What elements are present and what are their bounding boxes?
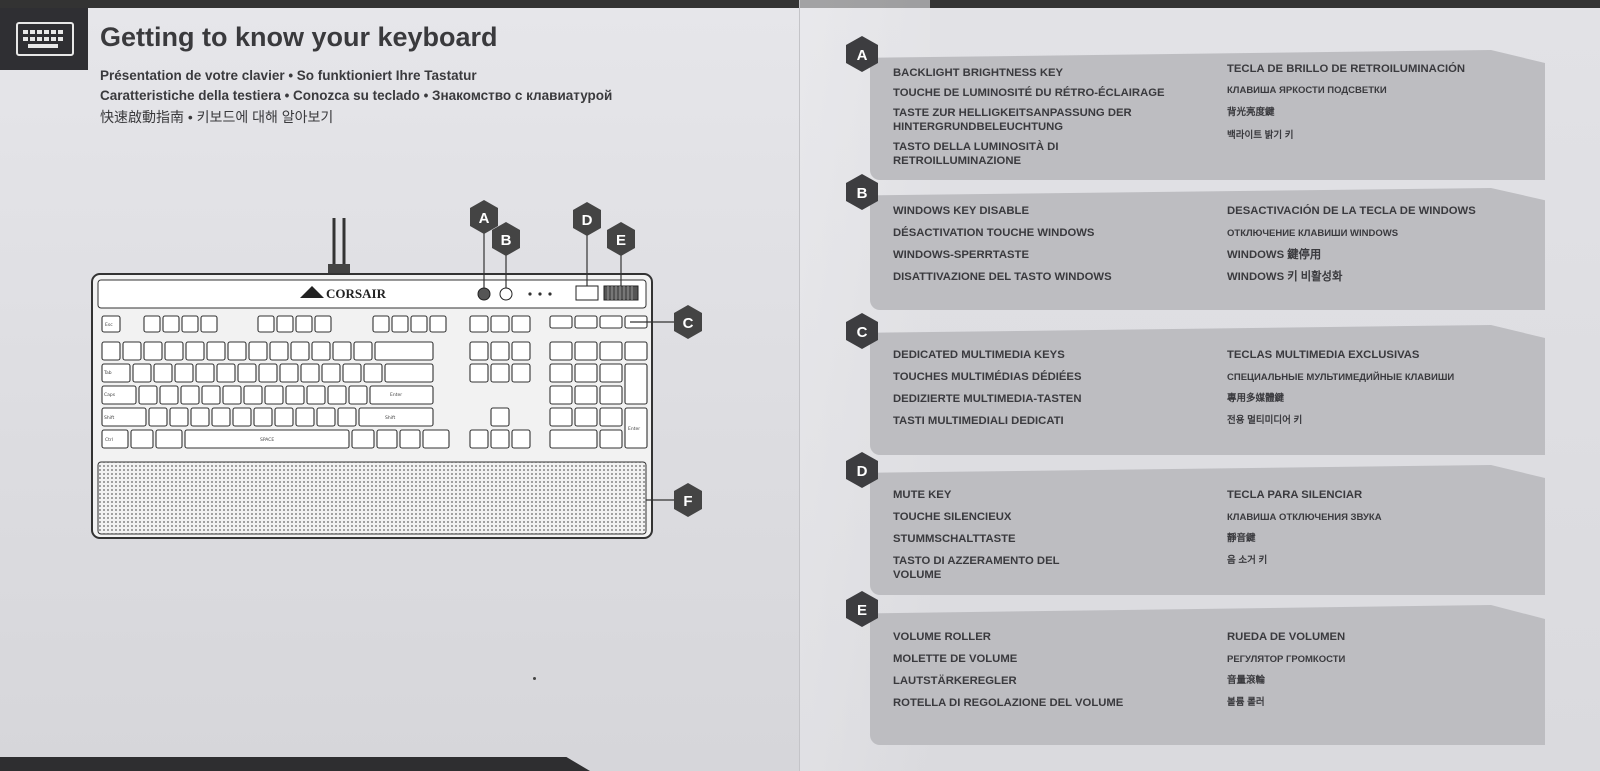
b-col2-line4: WINDOWS 키 비활성화 xyxy=(1227,271,1343,283)
b-col1-line3: WINDOWS-SPERRTASTE xyxy=(893,249,1029,261)
e-col2-line2: РЕГУЛЯТОР ГРОМКОСТИ xyxy=(1227,654,1346,665)
c-col1-line4: TASTI MULTIMEDIALI DEDICATI xyxy=(893,415,1064,427)
a-col2-line4: 백라이트 밝기 키 xyxy=(1227,130,1294,141)
marker-b-letter: B xyxy=(857,185,868,202)
d-col1-line1: MUTE KEY xyxy=(893,489,952,501)
b-col2-line3: WINDOWS 鍵停用 xyxy=(1227,249,1322,261)
svg-text:Caps: Caps xyxy=(104,392,116,398)
speck xyxy=(533,677,536,680)
subtitle-line-1: Présentation de votre clavier • So funkt… xyxy=(100,68,477,83)
e-col1-line1: VOLUME ROLLER xyxy=(893,631,991,643)
svg-text:Enter: Enter xyxy=(628,426,640,432)
c-col1-line2: TOUCHES MULTIMÉDIAS DÉDIÉES xyxy=(893,371,1082,383)
sails-logo-icon xyxy=(300,286,324,298)
callout-f: F xyxy=(683,493,692,510)
a-col1-line3: TASTE ZUR HELLIGKEITSANPASSUNG DER HINTE… xyxy=(893,107,1132,133)
marker-d: D xyxy=(846,452,878,488)
d-col2-line2: КЛАВИША ОТКЛЮЧЕНИЯ ЗВУКА xyxy=(1227,512,1382,523)
keyboard-icon xyxy=(16,22,74,56)
section-panel-e xyxy=(870,605,1545,745)
b-col1-line2: DÉSACTIVATION TOUCHE WINDOWS xyxy=(893,227,1095,239)
marker-c: C xyxy=(846,313,878,349)
b-col2-line1: DESACTIVACIÓN DE LA TECLA DE WINDOWS xyxy=(1227,205,1476,217)
b-col1-line4: DISATTIVAZIONE DEL TASTO WINDOWS xyxy=(893,271,1112,283)
svg-text:Tab: Tab xyxy=(103,370,112,376)
c-col1-line3: DEDIZIERTE MULTIMEDIA-TASTEN xyxy=(893,393,1082,405)
section-panel-a xyxy=(870,50,1545,180)
e-col2-line4: 볼륨 롤러 xyxy=(1227,697,1265,708)
left-page: Getting to know your keyboard Présentati… xyxy=(0,0,800,771)
c-col1-line1: DEDICATED MULTIMEDIA KEYS xyxy=(893,349,1065,361)
e-col1-line3: LAUTSTÄRKEREGLER xyxy=(893,675,1017,687)
svg-text:Shift: Shift xyxy=(385,415,395,421)
subtitle-line-2: Caratteristiche della testiera • Conozca… xyxy=(100,88,613,103)
marker-e-letter: E xyxy=(857,602,867,619)
c-col2-line2: СПЕЦИАЛЬНЫЕ МУЛЬТИМЕДИЙНЫЕ КЛАВИШИ xyxy=(1227,372,1455,383)
marker-a: A xyxy=(846,36,878,72)
section-panel-c xyxy=(870,325,1545,455)
callout-e: E xyxy=(616,232,626,249)
svg-text:Esc: Esc xyxy=(105,322,113,328)
c-col2-line4: 전용 멀티미디어 키 xyxy=(1227,415,1303,426)
marker-c-letter: C xyxy=(857,324,868,341)
e-col2-line1: RUEDA DE VOLUMEN xyxy=(1227,631,1346,643)
b-col1-line1: WINDOWS KEY DISABLE xyxy=(893,205,1029,217)
marker-e: E xyxy=(846,591,878,627)
section-panel-b xyxy=(870,188,1545,310)
callout-c: C xyxy=(683,315,694,332)
c-col2-line1: TECLAS MULTIMEDIA EXCLUSIVAS xyxy=(1227,349,1420,361)
callout-a: A xyxy=(479,210,490,227)
e-col1-line2: MOLETTE DE VOLUME xyxy=(893,653,1018,665)
e-col2-line3: 音量滾輪 xyxy=(1227,675,1266,686)
d-col1-line3: STUMMSCHALTTASTE xyxy=(893,533,1016,545)
marker-d-letter: D xyxy=(857,463,868,480)
c-col2-line3: 專用多媒體鍵 xyxy=(1227,393,1285,404)
d-col1-line2: TOUCHE SILENCIEUX xyxy=(893,511,1012,523)
a-col1-line4: TASTO DELLA LUMINOSITÀ DI RETROILLUMINAZ… xyxy=(893,141,1059,167)
a-col2-line3: 背光亮度鍵 xyxy=(1227,107,1275,118)
brand-label: CORSAIR xyxy=(326,286,387,301)
d-col1-line4: TASTO DI AZZERAMENTO DEL VOLUME xyxy=(893,555,1060,581)
keyboard-diagram: CORSAIR xyxy=(90,200,730,564)
subtitle-line-3: 快速啟動指南 • 키보드에 대해 알아보기 xyxy=(100,109,334,125)
a-col1-line2: TOUCHE DE LUMINOSITÉ DU RÉTRO-ÉCLAIRAGE xyxy=(893,87,1165,99)
e-col1-line4: ROTELLA DI REGOLAZIONE DEL VOLUME xyxy=(893,697,1124,709)
section-panel-d xyxy=(870,465,1545,595)
d-col2-line3: 靜音鍵 xyxy=(1227,533,1256,544)
top-bar xyxy=(0,0,800,8)
bottom-bar xyxy=(0,757,590,771)
d-col2-line1: TECLA PARA SILENCIAR xyxy=(1227,489,1363,501)
svg-text:Enter: Enter xyxy=(390,392,402,398)
a-col2-line1: TECLA DE BRILLO DE RETROILUMINACIÓN xyxy=(1227,63,1466,75)
svg-text:Ctrl: Ctrl xyxy=(105,437,113,443)
a-col1-line1: BACKLIGHT BRIGHTNESS KEY xyxy=(893,67,1064,79)
svg-text:Shift: Shift xyxy=(104,415,114,421)
page-title: Getting to know your keyboard xyxy=(100,22,498,52)
keyboard-badge xyxy=(0,8,88,70)
marker-b: B xyxy=(846,174,878,210)
top-bar-right xyxy=(800,0,1600,8)
a-col2-line2: КЛАВИША ЯРКОСТИ ПОДСВЕТКИ xyxy=(1227,85,1387,96)
callout-b: B xyxy=(501,232,512,249)
d-col2-line4: 음 소거 키 xyxy=(1227,555,1268,566)
marker-a-letter: A xyxy=(857,47,868,64)
b-col2-line2: ОТКЛЮЧЕНИЕ КЛАВИШИ WINDOWS xyxy=(1227,228,1399,239)
svg-text:SPACE: SPACE xyxy=(260,437,274,443)
callout-d: D xyxy=(582,212,593,229)
